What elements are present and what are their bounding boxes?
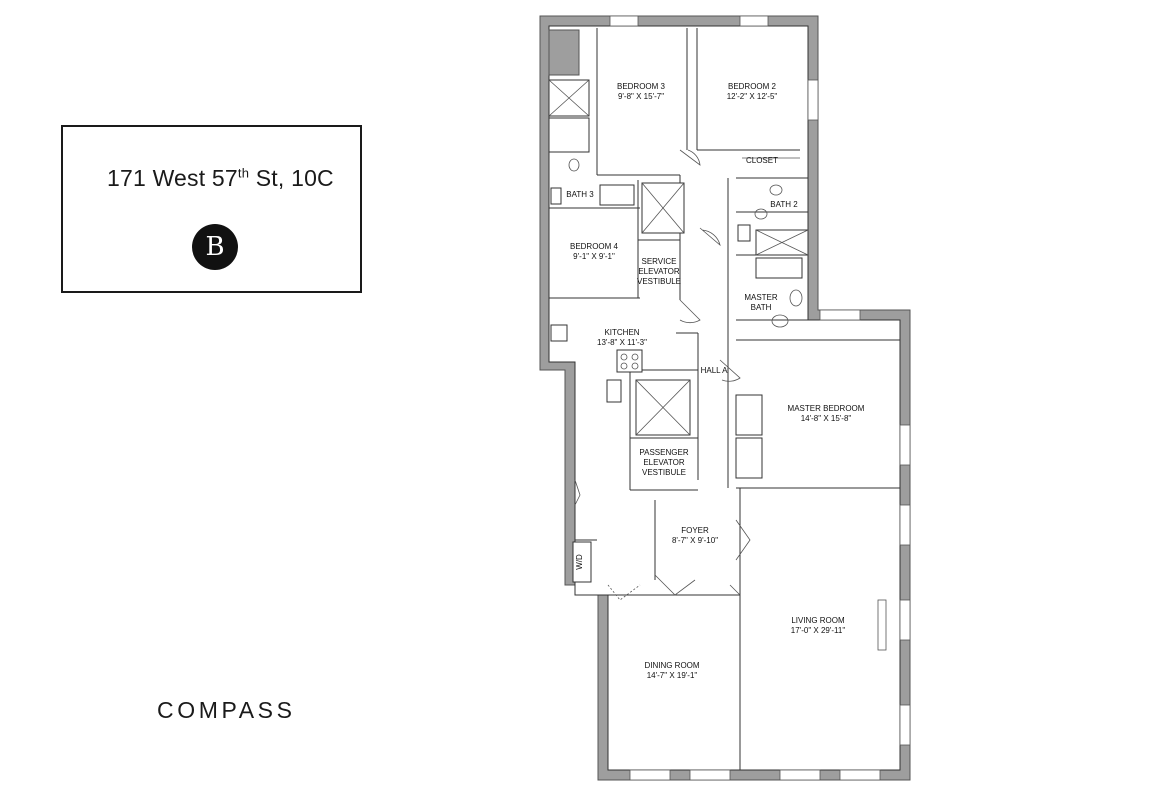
room-name: W/D (575, 554, 584, 570)
room-name: KITCHEN (604, 328, 639, 337)
room-extra: VESTIBULE (642, 468, 686, 477)
fixtures (548, 29, 809, 583)
room-name: BATH 2 (770, 200, 798, 209)
room-name: MASTER BEDROOM (788, 404, 865, 413)
room-labels: BEDROOM 3 9'-8" X 15'-7" BEDROOM 2 12'-2… (566, 82, 864, 680)
doors (574, 149, 751, 601)
windows (609, 15, 911, 781)
room-dims: 13'-8" X 11'-3" (597, 338, 647, 347)
room-dims: 8'-7" X 9'-10" (672, 536, 718, 545)
address-superscript: th (237, 165, 250, 181)
room-dims: ELEVATOR (638, 267, 680, 276)
room-dims: BATH (751, 303, 772, 312)
room-dims: 14'-7" X 19'-1" (647, 671, 698, 680)
logo-letter: B (205, 232, 225, 262)
listing-title-box: 171 West 57th St, 10C B (61, 125, 362, 293)
brand-wordmark: COMPASS (157, 697, 296, 723)
room-name: DINING ROOM (644, 661, 699, 670)
address-prefix: 171 West 57 (107, 165, 238, 191)
room-name: BEDROOM 4 (570, 242, 619, 251)
brokerage-logo: B (192, 224, 238, 270)
room-name: BEDROOM 3 (617, 82, 666, 91)
room-dims: 9'-8" X 15'-7" (618, 92, 664, 101)
room-name: BEDROOM 2 (728, 82, 777, 91)
room-name: LIVING ROOM (791, 616, 845, 625)
room-dims: ELEVATOR (643, 458, 685, 467)
room-dims: 14'-8" X 15'-8" (801, 414, 852, 423)
room-name: PASSENGER (639, 448, 688, 457)
room-dims: 12'-2" X 12'-5" (727, 92, 778, 101)
room-name: HALL A (701, 366, 728, 375)
address-suffix: St, 10C (249, 165, 334, 191)
outer-walls (539, 15, 911, 781)
room-name: BATH 3 (566, 190, 594, 199)
room-dims: 9'-1" X 9'-1" (573, 252, 615, 261)
room-name: CLOSET (746, 156, 778, 165)
room-extra: VESTIBULE (637, 277, 681, 286)
listing-address: 171 West 57th St, 10C (107, 165, 334, 192)
room-dims: 17'-0" X 29'-11" (791, 626, 846, 635)
room-name: MASTER (744, 293, 778, 302)
room-name: FOYER (681, 526, 709, 535)
room-name: SERVICE (642, 257, 677, 266)
